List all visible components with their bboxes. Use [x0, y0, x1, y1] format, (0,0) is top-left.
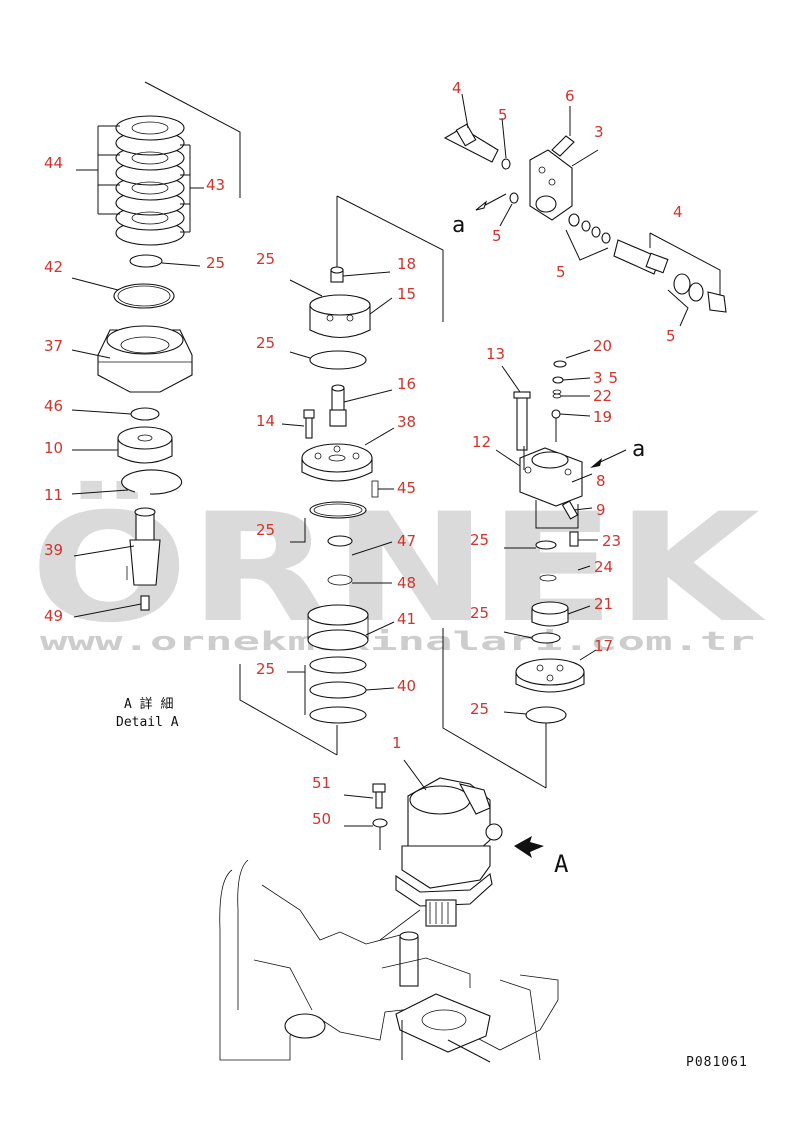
callout-44: 44 — [44, 154, 63, 172]
callout-25: 25 — [256, 250, 275, 268]
callout-23: 23 — [602, 532, 621, 550]
callout-12: 12 — [472, 433, 491, 451]
callout-25: 25 — [256, 334, 275, 352]
callout-25: 25 — [256, 521, 275, 539]
cover — [309, 294, 371, 338]
detail-label-en: Detail A — [116, 715, 179, 730]
callout-10: 10 — [44, 439, 63, 457]
callout-51: 51 — [312, 774, 331, 792]
callout-41: 41 — [397, 610, 416, 628]
callout-25: 25 — [206, 254, 225, 272]
callout-42: 42 — [44, 258, 63, 276]
callout-43: 43 — [206, 176, 225, 194]
planet-carrier — [117, 426, 173, 464]
view-mark-a-valve: a — [452, 213, 465, 238]
callout-5: 5 — [666, 327, 676, 345]
callout-49: 49 — [44, 607, 63, 625]
callout-6: 6 — [565, 87, 575, 105]
plate-stack — [115, 115, 185, 246]
callout-3: 3 — [594, 123, 604, 141]
view-mark-a-body: a — [632, 437, 645, 462]
callout-15: 15 — [397, 285, 416, 303]
callout-46: 46 — [44, 397, 63, 415]
shaft — [126, 507, 161, 586]
callout-20: 20 — [593, 337, 612, 355]
view-marks: a a A — [452, 213, 645, 878]
callout-40: 40 — [397, 677, 416, 695]
callout-16: 16 — [397, 375, 416, 393]
housing — [97, 325, 193, 393]
callout-18: 18 — [397, 255, 416, 273]
callout-25: 25 — [470, 531, 489, 549]
valve-block — [529, 149, 573, 221]
callout-4: 4 — [452, 79, 462, 97]
callout-8: 8 — [596, 472, 606, 490]
callout-45: 45 — [397, 479, 416, 497]
spool — [329, 384, 347, 427]
callout-37: 37 — [44, 337, 63, 355]
bolt-14 — [303, 409, 315, 439]
end-plate — [515, 658, 585, 693]
revolving-frame — [219, 859, 559, 1063]
detail-label-jp: A 詳 細 — [124, 696, 173, 712]
callout-4: 4 — [673, 203, 683, 221]
view-mark-A: A — [554, 850, 569, 878]
fitting-right — [613, 239, 669, 275]
collar — [531, 601, 569, 627]
callout-25: 25 — [256, 660, 275, 678]
callout-1: 1 — [392, 734, 402, 752]
valve-body-assembly — [442, 349, 627, 789]
swing-motor — [343, 759, 544, 927]
callout-17: 17 — [594, 637, 613, 655]
watermark-url: www.ornekmakinalari.com.tr — [40, 627, 755, 657]
callout-50: 50 — [312, 810, 331, 828]
brake-plate — [301, 443, 373, 482]
callout-19: 19 — [593, 408, 612, 426]
detail-a-assembly — [71, 81, 241, 618]
callout-9: 9 — [596, 501, 606, 519]
callout-25: 25 — [470, 700, 489, 718]
callout-47: 47 — [397, 532, 416, 550]
callout-14: 14 — [256, 412, 275, 430]
callout-38: 38 — [397, 413, 416, 431]
valve-body — [519, 447, 583, 507]
callout-48: 48 — [397, 574, 416, 592]
callout-24: 24 — [594, 558, 613, 576]
callout-35: 35 — [593, 369, 624, 387]
callout-21: 21 — [594, 595, 613, 613]
part-callouts: 44 43 25 42 37 46 10 11 39 49 25 18 15 2… — [44, 79, 683, 828]
valve-assembly — [443, 93, 727, 327]
drawing-code: P081061 — [686, 1055, 748, 1070]
callout-5: 5 — [492, 227, 502, 245]
callout-5: 5 — [556, 263, 566, 281]
callout-25: 25 — [470, 604, 489, 622]
callout-11: 11 — [44, 486, 63, 504]
callout-5: 5 — [498, 106, 508, 124]
callout-39: 39 — [44, 541, 63, 559]
detail-label: A 詳 細 Detail A — [116, 696, 179, 730]
callout-13: 13 — [486, 345, 505, 363]
callout-22: 22 — [593, 387, 612, 405]
brake-assembly — [239, 195, 444, 756]
